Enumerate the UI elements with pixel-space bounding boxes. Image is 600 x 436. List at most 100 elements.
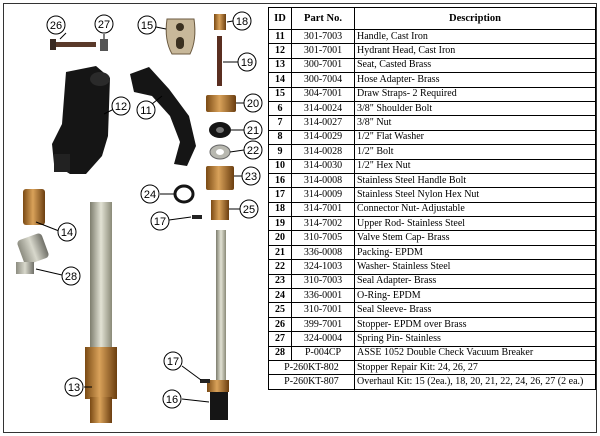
row-part-no: 314-0009 [291, 187, 355, 203]
svg-text:11: 11 [140, 105, 151, 117]
part-13-seat-pipe [85, 202, 117, 423]
row-description: Valve Stem Cap- Brass [354, 230, 596, 246]
row-id: 24 [268, 288, 292, 304]
row-part-no: 314-0024 [291, 100, 355, 117]
callout-16: 16 [162, 389, 182, 409]
kit-part-no: P-260KT-807 [268, 374, 355, 390]
callout-19: 19 [237, 52, 257, 72]
row-id: 9 [268, 144, 292, 160]
part-22-washer [209, 144, 231, 160]
part-15-draw-strap [165, 18, 196, 55]
row-description: 3/8" Nut [354, 115, 596, 131]
row-part-no: 314-0027 [291, 115, 355, 131]
row-id: 28 [268, 345, 292, 361]
row-description: Upper Rod- Stainless Steel [354, 216, 596, 232]
callout-22: 22 [243, 140, 263, 160]
diagram-frame: 26 27 15 18 19 12 11 20 21 22 23 24 25 1… [3, 3, 597, 433]
svg-text:28: 28 [65, 271, 77, 283]
row-description: Stopper- EPDM over Brass [354, 316, 596, 333]
row-part-no: 336-0001 [291, 288, 355, 304]
row-description: Washer- Stainless Steel [354, 259, 596, 275]
svg-text:17: 17 [167, 356, 179, 368]
kit-description: Overhaul Kit: 15 (2ea.), 18, 20, 21, 22,… [354, 374, 596, 390]
row-id: 11 [268, 28, 292, 45]
row-description: Connector Nut- Adjustable [354, 201, 596, 218]
part-14-hose-adapter [23, 189, 45, 225]
col-id: ID [268, 7, 292, 30]
row-part-no: 300-7001 [291, 57, 355, 74]
row-description: O-Ring- EPDM [354, 288, 596, 304]
svg-text:20: 20 [247, 98, 259, 110]
callout-13: 13 [64, 377, 84, 397]
row-id: 23 [268, 273, 292, 290]
row-id: 19 [268, 216, 292, 232]
svg-text:25: 25 [243, 204, 255, 216]
row-part-no: 324-1003 [291, 259, 355, 275]
svg-text:18: 18 [236, 16, 248, 28]
row-id: 12 [268, 43, 292, 59]
row-id: 26 [268, 316, 292, 333]
row-description: Spring Pin- Stainless [354, 331, 596, 347]
row-description: Stainless Steel Nylon Hex Nut [354, 187, 596, 203]
part-25-seal-sleeve [211, 200, 229, 220]
row-part-no: P-004CP [291, 345, 355, 361]
row-part-no: 310-7005 [291, 230, 355, 246]
part-17-nut-lower [200, 379, 210, 383]
row-part-no: 314-7001 [291, 201, 355, 218]
row-description: Seat, Casted Brass [354, 57, 596, 74]
row-id: 14 [268, 72, 292, 88]
row-id: 27 [268, 331, 292, 347]
callout-14: 14 [57, 222, 77, 242]
callout-15: 15 [137, 15, 157, 35]
row-description: 1/2" Hex Nut [354, 158, 596, 174]
col-part-no: Part No. [291, 7, 355, 30]
row-part-no: 310-7001 [291, 302, 355, 318]
part-28-vacuum-breaker [16, 233, 49, 274]
part-20-valve-stem-cap [206, 95, 236, 112]
row-id: 10 [268, 158, 292, 174]
row-part-no: 314-7002 [291, 216, 355, 232]
svg-text:23: 23 [245, 171, 257, 183]
svg-text:13: 13 [68, 382, 80, 394]
row-part-no: 314-0008 [291, 172, 355, 189]
row-id: 6 [268, 100, 292, 117]
callout-18: 18 [232, 11, 252, 31]
part-11-handle [130, 67, 196, 166]
row-id: 20 [268, 230, 292, 246]
svg-text:19: 19 [241, 57, 253, 69]
part-27-spring-pin [100, 39, 108, 51]
part-23-seal-adapter [206, 166, 234, 190]
callout-27: 27 [94, 14, 114, 34]
row-part-no: 399-7001 [291, 316, 355, 333]
part-12-hydrant-head [52, 66, 110, 174]
svg-text:12: 12 [115, 101, 127, 113]
row-id: 8 [268, 129, 292, 146]
row-part-no: 301-7001 [291, 43, 355, 59]
kit-description: Stopper Repair Kit: 24, 26, 27 [354, 359, 596, 376]
row-description: Handle, Cast Iron [354, 28, 596, 45]
exploded-parts-diagram: 26 27 15 18 19 12 11 20 21 22 23 24 25 1… [16, 11, 263, 423]
callout-26: 26 [46, 15, 66, 35]
row-description: Hydrant Head, Cast Iron [354, 43, 596, 59]
svg-text:17: 17 [154, 216, 166, 228]
row-id: 7 [268, 115, 292, 131]
row-part-no: 336-0008 [291, 244, 355, 261]
row-part-no: 310-7003 [291, 273, 355, 290]
svg-text:15: 15 [141, 20, 153, 32]
callout-28: 28 [61, 266, 81, 286]
callout-21: 21 [243, 120, 263, 140]
